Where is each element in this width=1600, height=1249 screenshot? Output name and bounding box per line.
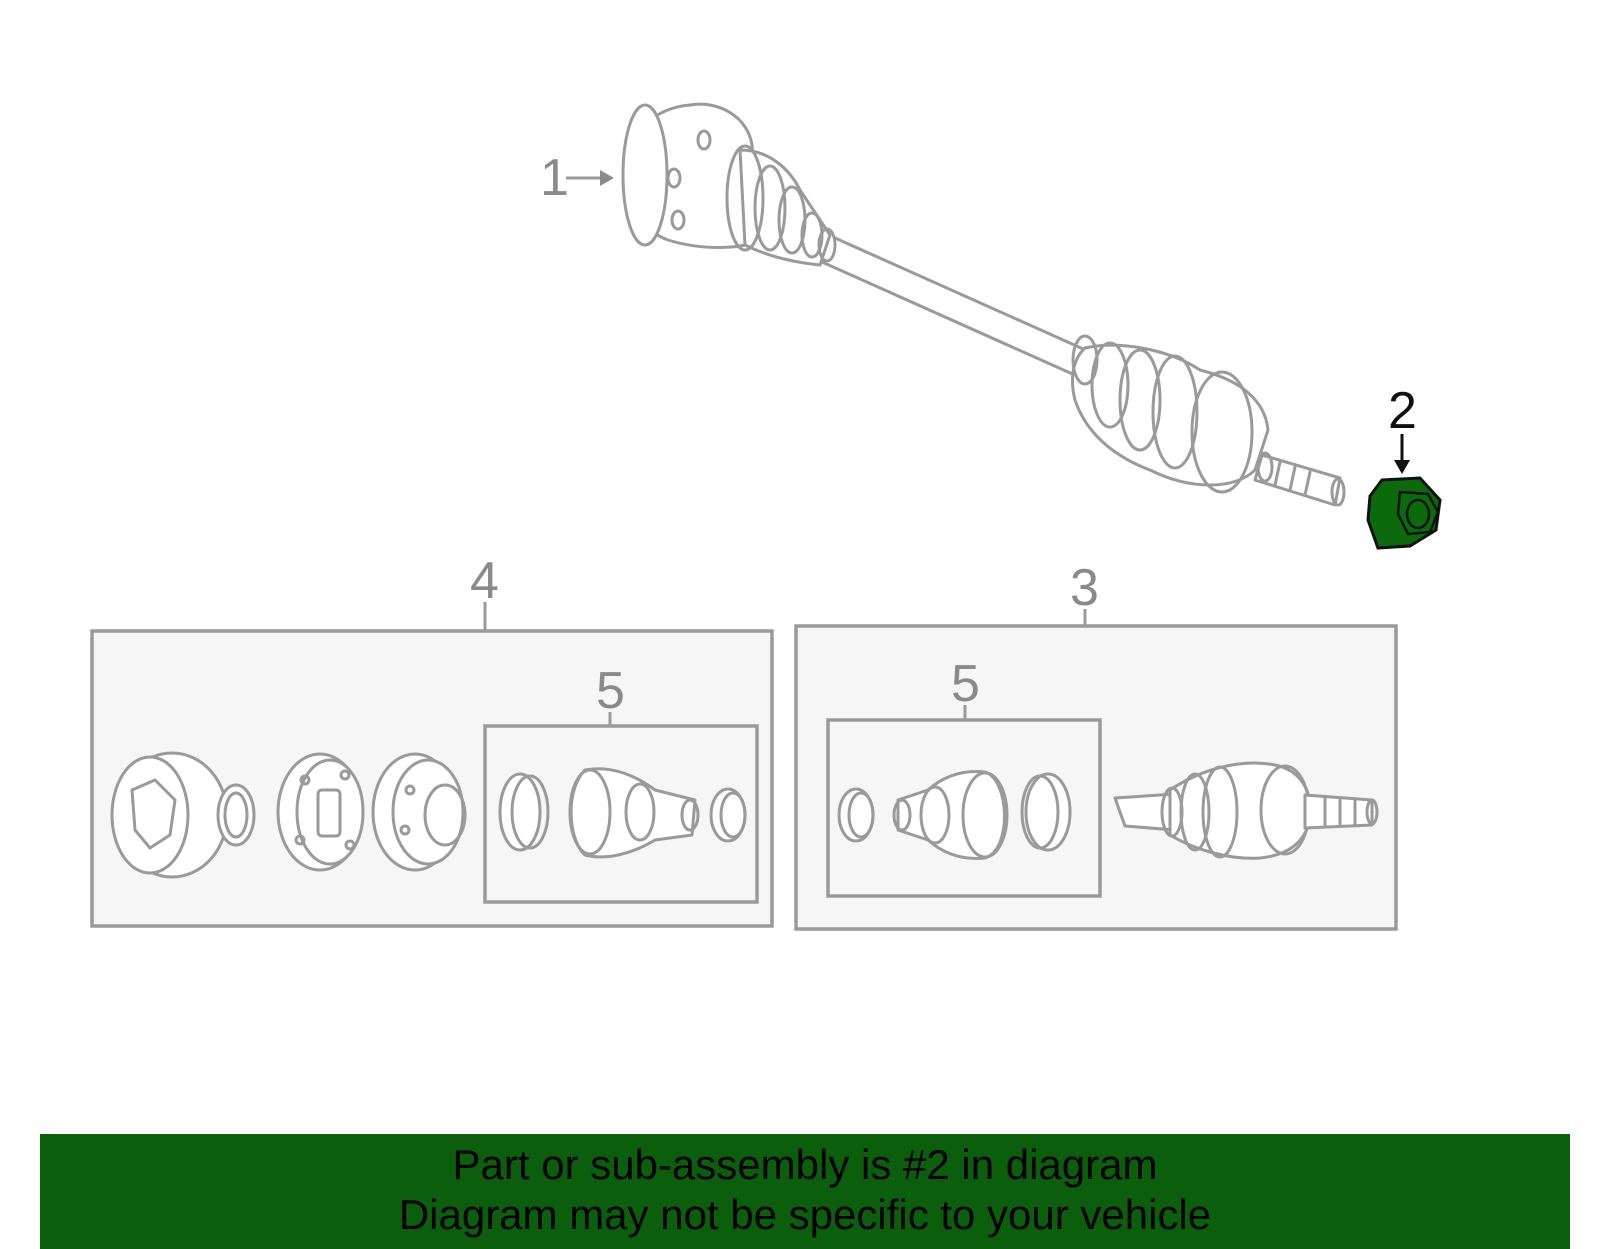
callout-2-arrow — [1394, 434, 1410, 474]
box3-boot-kit-parts — [837, 770, 1072, 860]
box3-joint-parts — [1113, 761, 1379, 860]
info-banner: Part or sub-assembly is #2 in diagram Di… — [40, 1134, 1570, 1249]
callout-3: 3 — [1070, 559, 1099, 617]
callout-4: 4 — [470, 552, 499, 610]
callout-5-box4: 5 — [596, 662, 625, 720]
banner-line-1: Part or sub-assembly is #2 in diagram — [452, 1141, 1158, 1188]
boot-kit-box-box3 — [826, 718, 1102, 898]
box4-boot-kit-parts — [498, 767, 747, 859]
kit-box-3 — [794, 624, 1398, 931]
callout-5-box3: 5 — [951, 655, 980, 713]
callout-1: 1 — [540, 149, 569, 207]
boot-kit-box-box4 — [483, 724, 759, 904]
callout-1-arrow — [566, 170, 614, 186]
axle-shaft-assembly — [621, 102, 1346, 507]
box4-parts — [110, 751, 467, 879]
axle-nut-highlighted — [1366, 476, 1442, 550]
banner-line-2: Diagram may not be specific to your vehi… — [398, 1191, 1212, 1238]
parts-diagram: 1 2 4 5 — [90, 102, 1442, 931]
callout-2: 2 — [1388, 382, 1417, 440]
